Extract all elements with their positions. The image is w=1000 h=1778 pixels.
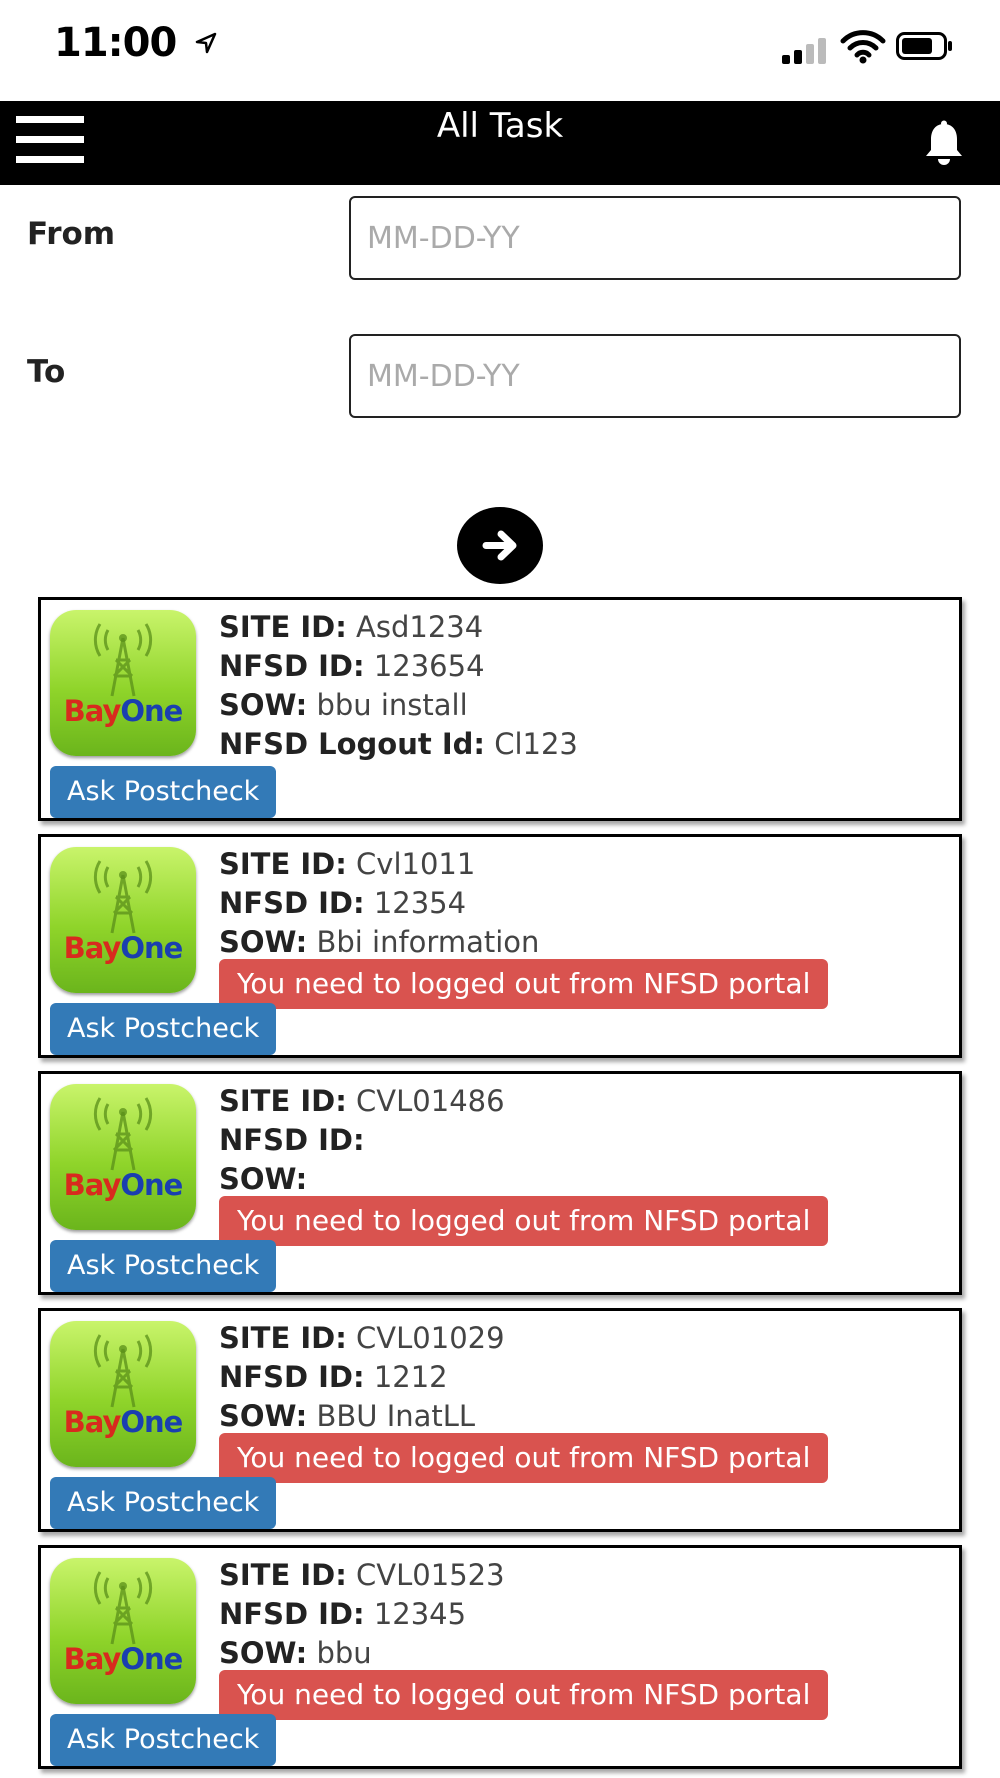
sow-row: SOW: — [219, 1162, 308, 1196]
site-id-row: SITE ID: CVL01486 — [219, 1084, 505, 1118]
to-label: To — [27, 354, 66, 390]
to-date-input[interactable] — [349, 334, 961, 418]
task-card[interactable]: BayOne SITE ID: CVL01029 NFSD ID: 1212 S… — [38, 1308, 962, 1532]
nfsd-logout-id-row: NFSD Logout Id: Cl123 — [219, 727, 578, 761]
logout-alert: You need to logged out from NFSD portal — [219, 1433, 829, 1483]
sow-value: bbu install — [316, 688, 468, 722]
site-id-value: Cvl1011 — [356, 847, 476, 881]
ask-postcheck-button[interactable]: Ask Postcheck — [50, 1240, 277, 1292]
signal-icon — [782, 38, 828, 64]
nfsd-id-row: NFSD ID: 1212 — [219, 1360, 448, 1394]
bayone-logo: BayOne — [50, 1558, 196, 1704]
go-button[interactable] — [457, 507, 543, 584]
app-header — [0, 101, 1000, 185]
nfsd-id-value: 12354 — [373, 886, 467, 920]
task-card[interactable]: BayOne SITE ID: Asd1234 NFSD ID: 123654 … — [38, 597, 962, 821]
logout-alert: You need to logged out from NFSD portal — [219, 959, 829, 1009]
sow-value: Bbi information — [316, 925, 540, 959]
bayone-logo: BayOne — [50, 1321, 196, 1467]
arrow-right-icon — [482, 530, 517, 561]
bell-icon[interactable] — [922, 120, 966, 166]
sow-row: SOW: Bbi information — [219, 925, 540, 959]
nfsd-id-row: NFSD ID: 12345 — [219, 1597, 467, 1631]
bayone-logo: BayOne — [50, 847, 196, 993]
nfsd-id-value: 1212 — [373, 1360, 448, 1394]
hamburger-menu-icon[interactable] — [16, 116, 86, 164]
status-time-text: 11:00 — [54, 20, 177, 66]
sow-value: bbu — [316, 1636, 372, 1670]
page-title: All Task — [436, 106, 564, 146]
site-id-value: Asd1234 — [356, 610, 484, 644]
battery-icon — [896, 32, 952, 60]
ask-postcheck-button[interactable]: Ask Postcheck — [50, 1003, 277, 1055]
ask-postcheck-button[interactable]: Ask Postcheck — [50, 1477, 277, 1529]
status-bar: 11:00 — [0, 0, 1000, 100]
sow-row: SOW: bbu install — [219, 688, 468, 722]
from-label: From — [27, 216, 116, 252]
from-date-input[interactable] — [349, 196, 961, 280]
sow-row: SOW: BBU InatLL — [219, 1399, 476, 1433]
sow-value: BBU InatLL — [316, 1399, 476, 1433]
nfsd-logout-id-value: Cl123 — [494, 727, 578, 761]
bayone-logo: BayOne — [50, 610, 196, 756]
bayone-logo: BayOne — [50, 1084, 196, 1230]
nfsd-id-row: NFSD ID: — [219, 1123, 365, 1157]
logout-alert: You need to logged out from NFSD portal — [219, 1670, 829, 1720]
nfsd-id-row: NFSD ID: 12354 — [219, 886, 467, 920]
logout-alert: You need to logged out from NFSD portal — [219, 1196, 829, 1246]
ask-postcheck-button[interactable]: Ask Postcheck — [50, 766, 277, 818]
ask-postcheck-button[interactable]: Ask Postcheck — [50, 1714, 277, 1766]
site-id-row: SITE ID: Asd1234 — [219, 610, 484, 644]
nfsd-id-value: 123654 — [373, 649, 485, 683]
nfsd-id-value: 12345 — [373, 1597, 467, 1631]
wifi-icon — [840, 30, 886, 64]
task-card[interactable]: BayOne SITE ID: CVL01486 NFSD ID: SOW: Y… — [38, 1071, 962, 1295]
task-card[interactable]: BayOne SITE ID: CVL01523 NFSD ID: 12345 … — [38, 1545, 962, 1769]
site-id-row: SITE ID: CVL01029 — [219, 1321, 505, 1355]
status-time: 11:00 — [54, 20, 217, 66]
site-id-row: SITE ID: Cvl1011 — [219, 847, 476, 881]
sow-row: SOW: bbu — [219, 1636, 372, 1670]
site-id-row: SITE ID: CVL01523 — [219, 1558, 505, 1592]
site-id-value: CVL01486 — [356, 1084, 505, 1118]
task-card[interactable]: BayOne SITE ID: Cvl1011 NFSD ID: 12354 S… — [38, 834, 962, 1058]
site-id-value: CVL01523 — [356, 1558, 505, 1592]
location-arrow-icon — [196, 32, 217, 54]
nfsd-id-row: NFSD ID: 123654 — [219, 649, 485, 683]
site-id-value: CVL01029 — [356, 1321, 505, 1355]
